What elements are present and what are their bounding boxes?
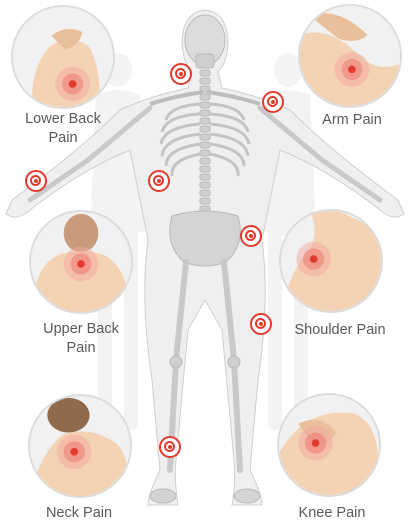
neck-target-icon bbox=[170, 63, 192, 85]
knee-target-icon bbox=[159, 436, 181, 458]
upper-back-pain-label: Upper Back Pain bbox=[43, 321, 119, 356]
lower-back-pain-label: Lower Back Pain bbox=[25, 111, 101, 146]
upper-back-pain-image bbox=[29, 210, 133, 314]
lower-back-target-icon bbox=[148, 170, 170, 192]
shoulder-pain-label: Shoulder Pain bbox=[294, 322, 386, 338]
shoulder-pain-image bbox=[279, 209, 383, 313]
upper-back-target-icon bbox=[240, 225, 262, 247]
arm-target-icon bbox=[25, 170, 47, 192]
shoulder-target-icon bbox=[262, 91, 284, 113]
hip-target-icon bbox=[250, 313, 272, 335]
knee-pain-image bbox=[277, 393, 381, 497]
arm-pain-label: Arm Pain bbox=[322, 112, 382, 128]
neck-pain-image bbox=[28, 394, 132, 498]
arm-pain-image bbox=[298, 4, 402, 108]
neck-pain-label: Neck Pain bbox=[45, 505, 113, 521]
lower-back-pain-image bbox=[11, 5, 115, 109]
knee-pain-label: Knee Pain bbox=[298, 505, 366, 521]
